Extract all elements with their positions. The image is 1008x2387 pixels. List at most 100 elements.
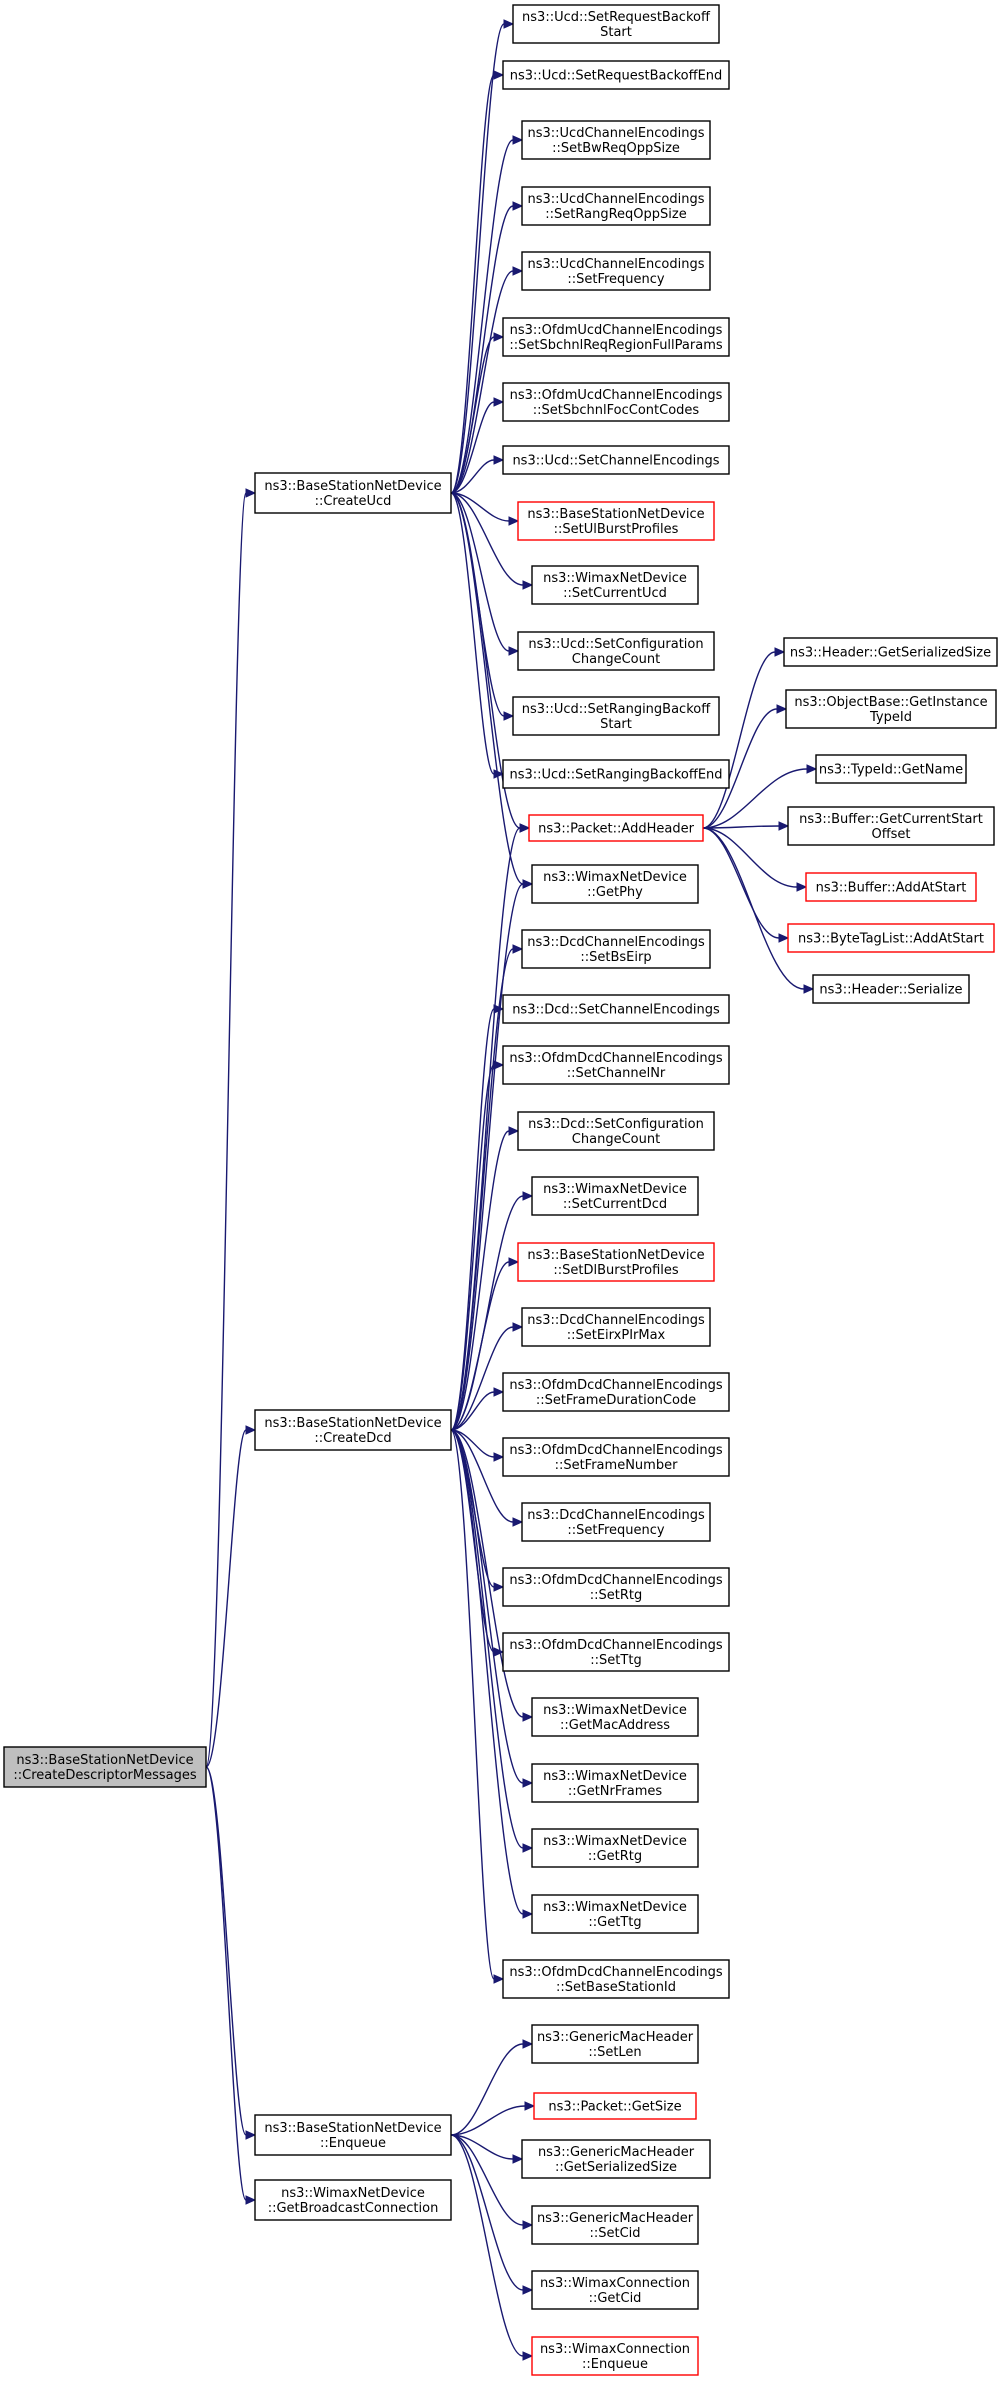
node-label: ns3::WimaxNetDevice xyxy=(543,1900,687,1915)
function-node-e1[interactable]: ns3::GenericMacHeader::SetLen xyxy=(531,2024,699,2064)
function-node-u3[interactable]: ns3::UcdChannelEncodings::SetBwReqOppSiz… xyxy=(521,120,711,160)
function-node-enqueueBS[interactable]: ns3::BaseStationNetDevice::Enqueue xyxy=(254,2114,452,2156)
function-node-getBroadcast[interactable]: ns3::WimaxNetDevice::GetBroadcastConnect… xyxy=(254,2179,452,2221)
function-node-u13[interactable]: ns3::Ucd::SetRangingBackoffEnd xyxy=(502,759,730,789)
function-node-d10[interactable]: ns3::DcdChannelEncodings::SetFrequency xyxy=(521,1502,711,1542)
edge-enqueueBS-to-e3 xyxy=(450,2134,524,2164)
function-node-u9[interactable]: ns3::BaseStationNetDevice::SetUlBurstPro… xyxy=(517,501,715,541)
function-node-u5[interactable]: ns3::UcdChannelEncodings::SetFrequency xyxy=(521,251,711,291)
node-label: Start xyxy=(600,25,632,40)
function-node-u8[interactable]: ns3::Ucd::SetChannelEncodings xyxy=(502,445,730,475)
function-node-h6[interactable]: ns3::ByteTagList::AddAtStart xyxy=(787,923,995,953)
function-node-d3[interactable]: ns3::OfdmDcdChannelEncodings::SetChannel… xyxy=(502,1045,730,1085)
function-node-h7[interactable]: ns3::Header::Serialize xyxy=(812,974,970,1004)
arrowhead xyxy=(522,2039,534,2049)
function-node-e2[interactable]: ns3::Packet::GetSize xyxy=(533,2092,697,2120)
function-node-d11[interactable]: ns3::OfdmDcdChannelEncodings::SetRtg xyxy=(502,1567,730,1607)
function-node-d6[interactable]: ns3::BaseStationNetDevice::SetDlBurstPro… xyxy=(517,1242,715,1282)
function-node-e5[interactable]: ns3::WimaxConnection::GetCid xyxy=(531,2270,699,2310)
function-node-u7[interactable]: ns3::OfdmUcdChannelEncodings::SetSbchnlF… xyxy=(502,382,730,422)
node-label: ns3::Dcd::SetConfiguration xyxy=(528,1117,704,1132)
arrowhead xyxy=(519,823,531,833)
function-node-addHeader[interactable]: ns3::Packet::AddHeader xyxy=(528,814,704,842)
function-node-getPhy[interactable]: ns3::WimaxNetDevice::GetPhy xyxy=(531,864,699,904)
node-box xyxy=(521,1502,711,1542)
edge-line xyxy=(450,1391,495,1431)
function-node-e6[interactable]: ns3::WimaxConnection::Enqueue xyxy=(531,2336,699,2376)
edge-line xyxy=(450,1429,524,1718)
node-label: ::CreateDescriptorMessages xyxy=(13,1768,196,1783)
node-label: ns3::Buffer::AddAtStart xyxy=(816,881,967,896)
function-node-u4[interactable]: ns3::UcdChannelEncodings::SetRangReqOppS… xyxy=(521,186,711,226)
edge-createUcd-to-u11 xyxy=(450,492,520,656)
arrowhead xyxy=(508,646,520,656)
function-node-h1[interactable]: ns3::Header::GetSerializedSize xyxy=(783,637,998,667)
function-node-d17[interactable]: ns3::OfdmDcdChannelEncodings::SetBaseSta… xyxy=(502,1959,730,1999)
function-node-d2[interactable]: ns3::Dcd::SetChannelEncodings xyxy=(502,994,730,1024)
edge-line xyxy=(702,708,778,829)
node-label: ::SetBsEirp xyxy=(580,950,651,965)
edge-createUcd-to-u3 xyxy=(450,135,524,494)
node-label: Start xyxy=(600,717,632,732)
arrowhead xyxy=(512,1322,524,1332)
function-node-d12[interactable]: ns3::OfdmDcdChannelEncodings::SetTtg xyxy=(502,1632,730,1672)
arrowhead xyxy=(493,1004,505,1014)
node-label: ns3::DcdChannelEncodings xyxy=(527,935,705,950)
node-box xyxy=(815,754,967,784)
function-node-u10[interactable]: ns3::WimaxNetDevice::SetCurrentUcd xyxy=(531,565,699,605)
arrowhead xyxy=(796,882,808,892)
function-node-u2[interactable]: ns3::Ucd::SetRequestBackoffEnd xyxy=(502,60,730,90)
function-node-e3[interactable]: ns3::GenericMacHeader::GetSerializedSize xyxy=(521,2139,711,2179)
arrowhead xyxy=(512,1517,524,1527)
arrowhead xyxy=(522,1712,534,1722)
node-label: ns3::WimaxConnection xyxy=(540,2342,690,2357)
edge-root-to-enqueueBS xyxy=(205,1766,257,2140)
arrowhead xyxy=(493,1647,505,1657)
function-node-h3[interactable]: ns3::TypeId::GetName xyxy=(815,754,967,784)
function-node-h5[interactable]: ns3::Buffer::AddAtStart xyxy=(805,872,977,902)
function-node-d15[interactable]: ns3::WimaxNetDevice::GetRtg xyxy=(531,1828,699,1868)
node-label: ns3::Ucd::SetRequestBackoffEnd xyxy=(510,69,723,84)
node-box xyxy=(502,60,730,90)
function-node-d8[interactable]: ns3::OfdmDcdChannelEncodings::SetFrameDu… xyxy=(502,1372,730,1412)
node-box xyxy=(531,864,699,904)
function-node-createUcd[interactable]: ns3::BaseStationNetDevice::CreateUcd xyxy=(254,472,452,514)
node-label: ns3::WimaxNetDevice xyxy=(543,1182,687,1197)
function-node-d9[interactable]: ns3::OfdmDcdChannelEncodings::SetFrameNu… xyxy=(502,1437,730,1477)
edge-createUcd-to-u10 xyxy=(450,492,534,590)
edge-line xyxy=(450,2134,524,2357)
edge-line xyxy=(205,1429,247,1768)
function-node-d1[interactable]: ns3::DcdChannelEncodings::SetBsEirp xyxy=(521,929,711,969)
function-node-d16[interactable]: ns3::WimaxNetDevice::GetTtg xyxy=(531,1894,699,1934)
node-label: ::SetDlBurstProfiles xyxy=(553,1263,679,1278)
function-node-createDcd[interactable]: ns3::BaseStationNetDevice::CreateDcd xyxy=(254,1409,452,1451)
edge-createUcd-to-u2 xyxy=(450,70,505,494)
function-node-d14[interactable]: ns3::WimaxNetDevice::GetNrFrames xyxy=(531,1763,699,1803)
edge-enqueueBS-to-e4 xyxy=(450,2134,534,2230)
node-label: ::SetSbchnlReqRegionFullParams xyxy=(509,338,722,353)
node-label: ::SetCurrentDcd xyxy=(563,1197,667,1212)
node-box xyxy=(812,974,970,1004)
edge-line xyxy=(450,23,505,494)
arrowhead xyxy=(503,711,515,721)
function-node-root[interactable]: ns3::BaseStationNetDevice::CreateDescrip… xyxy=(3,1746,207,1788)
arrowhead xyxy=(522,2351,534,2361)
function-node-d13[interactable]: ns3::WimaxNetDevice::GetMacAddress xyxy=(531,1697,699,1737)
arrowhead xyxy=(524,2101,536,2111)
function-node-d7[interactable]: ns3::DcdChannelEncodings::SetEirxPIrMax xyxy=(521,1307,711,1347)
arrowhead xyxy=(512,201,524,211)
edge-createUcd-to-u13 xyxy=(450,492,505,779)
function-node-d5[interactable]: ns3::WimaxNetDevice::SetCurrentDcd xyxy=(531,1176,699,1216)
edge-createDcd-to-d10 xyxy=(450,1429,524,1527)
function-node-u6[interactable]: ns3::OfdmUcdChannelEncodings::SetSbchnlR… xyxy=(502,317,730,357)
function-node-e4[interactable]: ns3::GenericMacHeader::SetCid xyxy=(531,2205,699,2245)
node-label: ChangeCount xyxy=(572,652,660,667)
node-label: ns3::OfdmUcdChannelEncodings xyxy=(510,388,723,403)
node-label: ::GetRtg xyxy=(588,1849,642,1864)
